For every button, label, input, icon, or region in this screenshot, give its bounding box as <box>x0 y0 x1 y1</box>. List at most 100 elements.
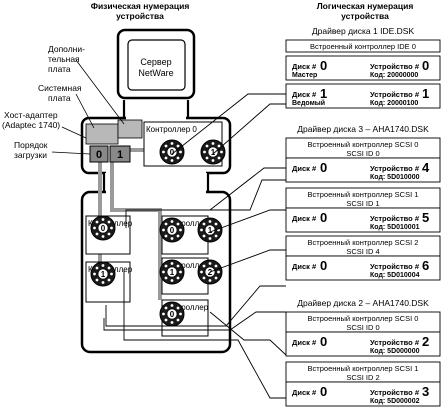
device-number-value: 0 <box>422 58 429 73</box>
scsi-controller-d-label: Контроллер <box>164 261 209 270</box>
server-label-line1: Сервер <box>140 57 171 67</box>
disk-drive: 1 <box>159 259 185 285</box>
controller-header-text: SCSI ID 2 <box>346 373 379 382</box>
controller-header-text: SCSI ID 0 <box>346 149 379 158</box>
callout-boot-order-2: загрузки <box>14 150 47 160</box>
device-number-label: Устройство # <box>370 338 420 347</box>
scsi-controller-e-label: Контроллер <box>164 303 209 312</box>
controller-header-text: SCSI ID 0 <box>346 323 379 332</box>
device-code: Код: 5D010004 <box>370 272 420 279</box>
disk-number-label: Диск # <box>292 388 317 397</box>
callout-system-board-1: Системная <box>38 83 82 93</box>
disk-drive: 0 <box>159 301 185 327</box>
drive-role: Ведомый <box>292 99 325 107</box>
device-number-value: 2 <box>422 334 429 349</box>
physical-header-line2: устройства <box>116 11 164 21</box>
drive-role: Мастер <box>292 72 317 79</box>
logical-numbering: Драйвер диска 1 IDE.DSK Встроенный контро… <box>285 26 441 407</box>
disk-drive: 1 <box>200 139 226 165</box>
callout-host-adapter-2: (Adaptec 1740) <box>2 120 60 130</box>
physical-header-line1: Физическая нумерация <box>91 1 190 11</box>
device-number-label: Устройство # <box>370 214 420 223</box>
disk-label: 1 <box>170 268 175 277</box>
logical-disk-box <box>285 207 441 233</box>
device-number-label: Устройство # <box>370 164 420 173</box>
boot-slot-0: 0 <box>96 149 102 161</box>
system-board <box>85 123 119 145</box>
controller-header-text: Встроенный контроллер SCSI 0 <box>308 314 419 323</box>
disk-drive: 0 <box>159 139 185 165</box>
boot-slot-1: 1 <box>117 149 123 161</box>
server-label-line2: NetWare <box>138 68 173 78</box>
disk-drive: 1 <box>197 217 223 243</box>
device-number-value: 3 <box>422 384 429 399</box>
disk-drive: 0 <box>159 217 185 243</box>
logical-header-line1: Логическая нумерация <box>317 1 414 11</box>
disk-label: 0 <box>170 226 175 235</box>
controller-header-text: SCSI ID 4 <box>346 247 379 256</box>
controller-header-box <box>285 39 441 53</box>
logical-disk-box <box>285 331 441 357</box>
callout-additional-board-1: Дополни- <box>48 44 85 54</box>
scsi-controller-c-label: Контроллер <box>164 219 209 228</box>
disk-label: 1 <box>101 270 106 279</box>
additional-board <box>117 119 143 139</box>
disk-layer: 0 1 0 1 0 1 0 1 2 <box>90 139 226 327</box>
disk-number-label: Диск # <box>292 164 317 173</box>
ide-controller-label: Контроллер 0 <box>146 125 197 134</box>
boot-order-slots: 0 1 <box>89 145 131 163</box>
disk-number-value: 0 <box>320 384 327 399</box>
controller-header-text: SCSI ID 1 <box>346 199 379 208</box>
disk-number-value: 0 <box>320 258 327 273</box>
mapping-lines <box>103 93 287 399</box>
controller-header-text: Встроенный контроллер SCSI 1 <box>308 190 419 199</box>
device-code: Код: 5D000000 <box>370 348 420 355</box>
disk-label: 0 <box>170 310 175 319</box>
disk-number-value: 0 <box>320 334 327 349</box>
callout-leaders <box>51 59 125 155</box>
device-number-value: 4 <box>422 160 430 175</box>
disk-number-label: Диск # <box>292 262 317 271</box>
disk-number-label: Диск # <box>292 62 317 71</box>
device-number-value: 1 <box>422 86 429 101</box>
disk-number-label: Диск # <box>292 338 317 347</box>
disk-label: 1 <box>211 148 216 157</box>
disk-drive: 0 <box>90 215 116 241</box>
disk-drive: 1 <box>90 261 116 287</box>
disk-number-value: 0 <box>320 160 327 175</box>
disk-label: 2 <box>208 268 213 277</box>
disk-number-value: 1 <box>320 86 327 101</box>
disk-label: 0 <box>170 148 175 157</box>
disk-number-label: Диск # <box>292 90 317 99</box>
device-number-value: 6 <box>422 258 429 273</box>
device-code: Код: 5D010001 <box>370 224 420 231</box>
disk-label: 1 <box>208 226 213 235</box>
disk-number-value: 0 <box>320 210 327 225</box>
callout-additional-board-2: тельная <box>48 54 80 64</box>
callout-system-board-2: плата <box>48 93 71 103</box>
callout-host-adapter-1: Хост-адаптер <box>4 110 58 120</box>
controller-header-text: Встроенный контроллер SCSI 0 <box>308 140 419 149</box>
controller-header-text: Встроенный контроллер SCSI 1 <box>308 364 419 373</box>
logical-disk-box <box>285 381 441 407</box>
logical-disk-box <box>285 55 441 81</box>
driver-title: Драйвер диска 1 IDE.DSK <box>312 26 415 36</box>
callout-boot-order-1: Порядок <box>14 140 48 150</box>
driver-title: Драйвер диска 3 – AHA1740.DSK <box>297 124 429 134</box>
logical-disk-box <box>285 83 441 109</box>
disk-label: 0 <box>101 224 106 233</box>
device-number-label: Устройство # <box>370 262 420 271</box>
device-number-label: Устройство # <box>370 388 420 397</box>
logical-disk-box <box>285 157 441 183</box>
disk-number-label: Диск # <box>292 214 317 223</box>
logical-header-line2: устройства <box>341 11 389 21</box>
logical-disk-box <box>285 255 441 281</box>
driver-title: Драйвер диска 2 – AHA1740.DSK <box>297 298 429 308</box>
device-code: Код: 20000100 <box>370 100 418 107</box>
device-number-value: 5 <box>422 210 429 225</box>
controller-header-text: Встроенный контроллер SCSI 2 <box>308 238 419 247</box>
device-code: Код: 20000000 <box>370 72 418 79</box>
device-number-label: Устройство # <box>370 90 420 99</box>
device-number-label: Устройство # <box>370 62 420 71</box>
